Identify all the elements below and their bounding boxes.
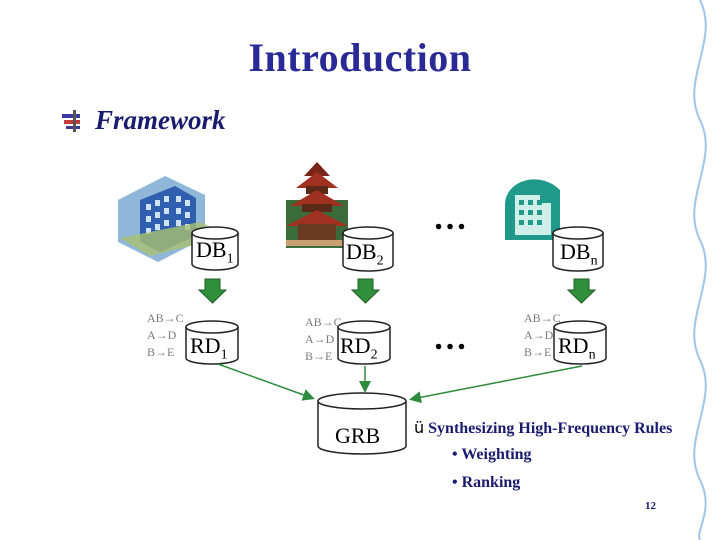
bullet-ranking: • Ranking bbox=[452, 474, 521, 491]
connector-rdn-grb bbox=[409, 365, 583, 404]
db2-cylinder bbox=[342, 226, 394, 272]
rd1-label: RD1 bbox=[190, 333, 228, 363]
grb-label: GRB bbox=[335, 423, 381, 448]
bullet-weighting: • Weighting bbox=[452, 446, 532, 463]
connector-rd1-grb bbox=[217, 363, 315, 401]
down-arrow-2 bbox=[350, 278, 381, 304]
decorative-wave bbox=[693, 0, 707, 540]
db1-cylinder bbox=[191, 226, 239, 271]
green-building-icon bbox=[505, 179, 560, 240]
office-building-icon bbox=[118, 176, 230, 262]
rd2-cylinder bbox=[337, 320, 391, 365]
db2-label: DB2 bbox=[346, 239, 384, 269]
rd1-cylinder bbox=[185, 320, 239, 365]
bullet-icon bbox=[62, 110, 80, 132]
ellipsis-rd: … bbox=[433, 320, 467, 357]
rd2-label: RD2 bbox=[340, 333, 378, 363]
db1-label: DB1 bbox=[196, 237, 234, 267]
pagoda-icon bbox=[286, 162, 348, 248]
page-number: 12 bbox=[645, 500, 656, 512]
dbn-label: DBn bbox=[560, 239, 598, 269]
rdn-cylinder bbox=[553, 320, 607, 365]
ellipsis-db: … bbox=[433, 200, 467, 237]
rdn-label: RDn bbox=[558, 333, 596, 363]
check-icon: ü bbox=[414, 418, 425, 437]
down-arrow-1 bbox=[197, 278, 228, 304]
down-arrow-n bbox=[566, 278, 597, 304]
slide-title: Introduction bbox=[248, 35, 472, 80]
dbn-cylinder bbox=[552, 226, 604, 272]
grb-cylinder bbox=[317, 392, 407, 455]
bullet-framework: Framework bbox=[95, 105, 226, 135]
